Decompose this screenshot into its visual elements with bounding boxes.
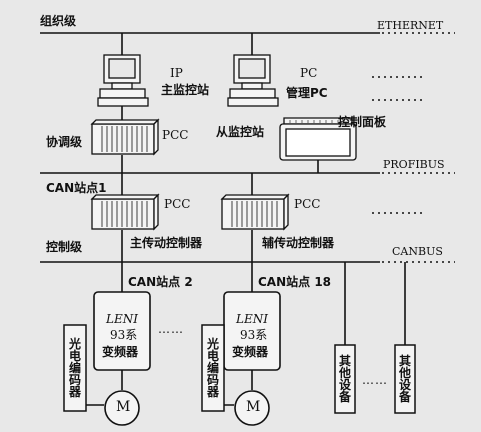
pc-label: PC <box>300 66 318 80</box>
pcc-main-label: PCC <box>164 197 191 211</box>
main-station-computer-icon <box>97 54 149 107</box>
encoder2-box <box>201 324 225 412</box>
inverter1-label: 变频器 <box>102 345 139 359</box>
encoder2-label: 光电编码器 <box>206 337 219 399</box>
other-device1-box <box>334 344 356 414</box>
canbus-label: CANBUS <box>392 245 443 258</box>
can-node2-label: CAN站点 2 <box>128 275 193 289</box>
motor1-circle <box>104 390 140 426</box>
inverter1-series: 93系 <box>110 328 138 342</box>
profibus-label: PROFIBUS <box>383 158 445 171</box>
motor1-label: M <box>116 399 131 415</box>
other-device2-label: 其他设备 <box>398 354 411 404</box>
encoder1-label: 光电编码器 <box>68 337 81 399</box>
pcc-aux-label: PCC <box>294 197 321 211</box>
inverter2-label: 变频器 <box>232 345 269 359</box>
can-node18-label: CAN站点 18 <box>258 275 332 289</box>
pcc-main-drive-icon <box>90 193 160 231</box>
pcc-aux-drive-icon <box>220 193 290 231</box>
inverter1-leni: LENI <box>106 312 138 326</box>
org-level-label: 组织级 <box>40 14 77 28</box>
inverter2-leni: LENI <box>236 312 268 326</box>
inverter1-box <box>93 291 151 371</box>
coord-level-label: 协调级 <box>46 135 83 149</box>
ethernet-label: ETHERNET <box>377 19 444 32</box>
inverter2-series: 93系 <box>240 328 268 342</box>
other-device1-label: 其他设备 <box>338 354 351 404</box>
can-node1-label: CAN站点1 <box>46 181 107 195</box>
motor2-circle <box>234 390 270 426</box>
control-panel-label: 控制面板 <box>338 115 387 129</box>
pcc-coord-label: PCC <box>162 128 189 142</box>
slave-station-label: 从监控站 <box>216 125 265 139</box>
encoder1-box <box>63 324 87 412</box>
control-level-label: 控制级 <box>46 240 83 254</box>
mgmt-pc-label: 管理PC <box>286 86 328 100</box>
other-device2-box <box>394 344 416 414</box>
mgmt-pc-computer-icon <box>227 54 279 107</box>
ellipsis-devices: …… <box>362 373 388 387</box>
aux-drive-label: 辅传动控制器 <box>262 236 335 250</box>
ip-label: IP <box>170 66 183 80</box>
motor2-label: M <box>246 399 261 415</box>
pcc-coord-icon <box>90 118 160 156</box>
control-panel-icon <box>279 117 357 161</box>
ellipsis-inverters: …… <box>158 322 184 336</box>
main-drive-label: 主传动控制器 <box>130 236 203 250</box>
main-station-label: 主监控站 <box>161 83 210 97</box>
